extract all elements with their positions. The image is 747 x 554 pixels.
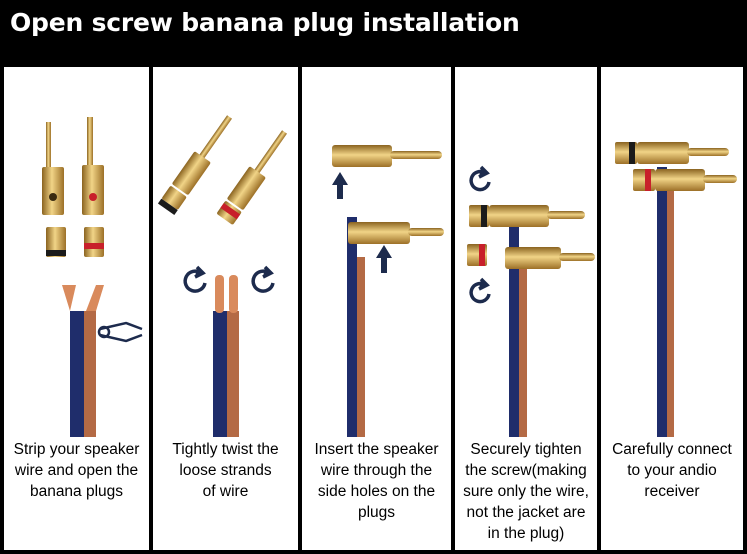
caption-line: in the plug) (487, 525, 565, 542)
banana-plug-with-red-cap (633, 169, 737, 191)
step-caption-3: Insert the speaker wire through the side… (302, 439, 451, 523)
caption-line: Strip your speaker (13, 441, 140, 458)
step-caption-1: Strip your speaker wire and open the ban… (4, 439, 149, 502)
banana-plug-horizontal (348, 222, 444, 244)
speaker-wire (62, 285, 104, 437)
caption-line: wire through the (320, 462, 433, 479)
step-3-illustration (332, 145, 444, 437)
rotate-arrow-icon (469, 277, 491, 304)
step-1-illustration (42, 117, 143, 437)
caption-line: Insert the speaker (314, 441, 439, 458)
step-caption-2: Tightly twist the loose strands of wire (153, 439, 298, 502)
caption-line: Carefully connect (612, 441, 732, 458)
step-panel-3: Insert the speaker wire through the side… (302, 67, 451, 550)
banana-plug-with-black-cap (469, 205, 585, 227)
arrow-up-icon (376, 245, 392, 273)
rotate-arrow-icon (469, 165, 491, 192)
screw-cap-red (84, 227, 104, 257)
caption-line: receiver (644, 483, 700, 500)
step-5-illustration (615, 142, 737, 437)
banana-plug-body (42, 122, 64, 215)
speaker-wire (213, 275, 239, 437)
speaker-wire (657, 167, 674, 437)
banana-plug-tilted (217, 130, 288, 225)
step-caption-4: Securely tighten the screw(making sure o… (455, 439, 597, 544)
caption-line: to your andio (627, 462, 717, 479)
step-4-illustration (467, 165, 595, 437)
caption-line: side holes on the (317, 483, 436, 500)
banana-plug-tilted (157, 115, 233, 216)
step-panel-2: Tightly twist the loose strands of wire (153, 67, 298, 550)
caption-line: Securely tighten (470, 441, 582, 458)
caption-line: plugs (357, 504, 396, 521)
caption-line: sure only the wire, (463, 483, 589, 500)
rotate-arrow-icon (251, 265, 275, 293)
step-panel-1: Strip your speaker wire and open the ban… (4, 67, 149, 550)
banana-plug-with-black-cap (615, 142, 729, 164)
rotate-arrow-icon (183, 265, 207, 293)
step-panel-4: Securely tighten the screw(making sure o… (455, 67, 597, 550)
caption-line: loose strands (179, 462, 272, 479)
arrow-up-icon (332, 172, 348, 199)
caption-line: not the jacket are (466, 504, 586, 521)
screw-cap-black (46, 227, 66, 257)
banana-plug-body (82, 117, 104, 215)
step-caption-5: Carefully connect to your andio receiver (601, 439, 743, 502)
step-2-illustration (157, 115, 288, 437)
step-panel-5: Carefully connect to your andio receiver (601, 67, 743, 550)
caption-line: wire and open the (14, 462, 139, 479)
wire-stripper-icon (97, 321, 143, 343)
speaker-wire (347, 217, 365, 437)
banana-plug-with-red-cap (467, 244, 595, 269)
caption-line: Tightly twist the (172, 441, 279, 458)
caption-line: banana plugs (29, 483, 124, 500)
banana-plug-horizontal (332, 145, 442, 167)
speaker-wire (509, 222, 527, 437)
caption-line: the screw(making (465, 462, 587, 479)
page-title: Open screw banana plug installation (10, 8, 520, 37)
caption-line: of wire (202, 483, 249, 500)
